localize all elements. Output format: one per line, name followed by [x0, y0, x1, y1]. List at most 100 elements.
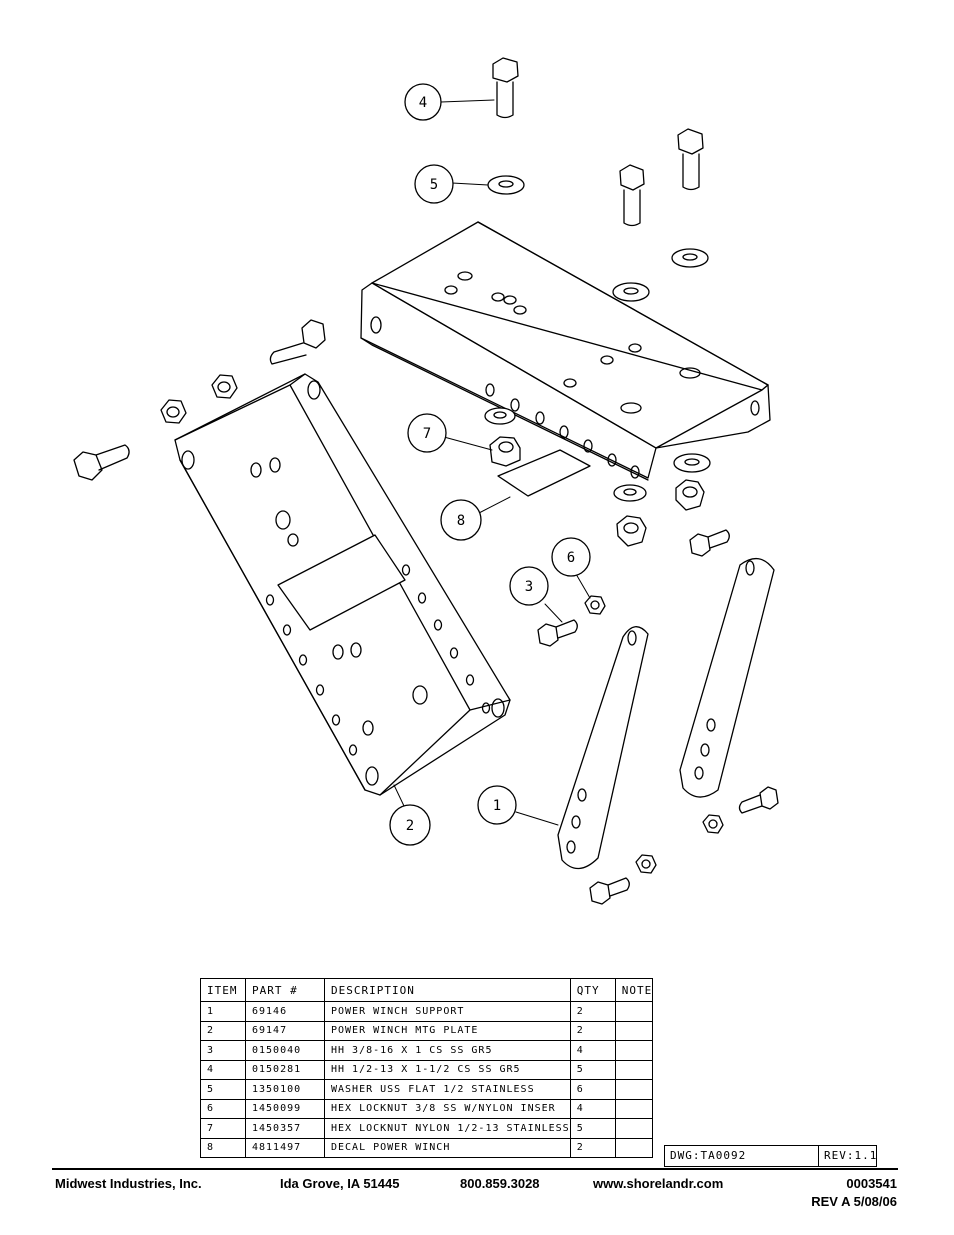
cell-item: 2 [200, 1020, 246, 1041]
winch-support-front [557, 626, 649, 870]
bolt-item-4-c [677, 128, 704, 191]
footer-revision: REV A 5/08/06 [811, 1194, 897, 1209]
cell-qty: 2 [569, 1137, 616, 1158]
cell-note [614, 1098, 654, 1119]
cell-description: POWER WINCH SUPPORT [324, 1001, 571, 1022]
cell-note [614, 1137, 654, 1158]
winch-support-rear [679, 558, 775, 798]
cell-qty: 6 [569, 1079, 616, 1100]
cell-description: HH 3/8-16 X 1 CS SS GR5 [324, 1040, 571, 1061]
col-item: ITEM [200, 978, 246, 1002]
cell-part: 0150281 [245, 1059, 325, 1080]
col-qty: QTY [569, 978, 616, 1002]
cell-note [614, 1059, 654, 1080]
drawing-revision: REV:1.1 [824, 1149, 878, 1162]
exploded-assembly-drawing: 4 5 7 8 3 6 1 2 [73, 57, 779, 905]
bolt-item-4-d [269, 319, 326, 365]
balloon-5-label: 5 [430, 177, 438, 193]
bolt-item-3 [537, 619, 578, 647]
cell-note [614, 1020, 654, 1041]
balloon-2: 2 [389, 804, 431, 846]
plate-side-holes [265, 564, 491, 756]
balloon-7: 7 [407, 413, 447, 453]
cell-note [614, 1001, 654, 1022]
locknuts [160, 374, 724, 874]
balloon-8-label: 8 [457, 513, 465, 529]
footer-doc-number: 0003541 [846, 1176, 897, 1191]
cell-item: 5 [200, 1079, 246, 1100]
cell-part: 1350100 [245, 1079, 325, 1100]
cell-qty: 5 [569, 1059, 616, 1080]
bolt-item-3-b [689, 529, 730, 557]
cell-item: 6 [200, 1098, 246, 1119]
cell-description: HEX LOCKNUT NYLON 1/2-13 STAINLESS [324, 1118, 571, 1139]
balloon-4: 4 [404, 83, 442, 121]
cell-item: 1 [200, 1001, 246, 1022]
cell-item: 8 [200, 1137, 246, 1158]
cell-item: 3 [200, 1040, 246, 1061]
footer-city: Ida Grove, IA 51445 [280, 1176, 400, 1191]
balloon-8: 8 [440, 499, 482, 541]
cell-part: 1450099 [245, 1098, 325, 1119]
bolt-item-4 [492, 57, 519, 119]
balloon-6-label: 6 [567, 550, 575, 566]
decal [497, 449, 591, 497]
cell-part: 1450357 [245, 1118, 325, 1139]
cell-item: 7 [200, 1118, 246, 1139]
drawing-title-block: DWG:TA0092 REV:1.1 [664, 1145, 877, 1167]
cell-note [614, 1118, 654, 1139]
cell-description: DECAL POWER WINCH [324, 1137, 571, 1158]
balloon-1: 1 [477, 785, 517, 825]
bolt-item-3-d [738, 786, 779, 814]
cell-note [614, 1079, 654, 1100]
col-note: NOTE [614, 978, 654, 1002]
bolt-item-4-b [619, 164, 645, 227]
balloon-3-label: 3 [525, 579, 533, 595]
cell-description: POWER WINCH MTG PLATE [324, 1020, 571, 1041]
col-description: DESCRIPTION [324, 978, 571, 1002]
cell-item: 4 [200, 1059, 246, 1080]
winch-mount-channel [360, 221, 771, 481]
balloon-4-label: 4 [419, 95, 427, 111]
balloon-7-label: 7 [423, 426, 431, 442]
footer-divider [52, 1168, 898, 1170]
balloon-1-label: 1 [493, 798, 501, 814]
balloon-2-label: 2 [406, 818, 414, 834]
balloon-3: 3 [509, 566, 549, 606]
cell-qty: 2 [569, 1001, 616, 1022]
cell-qty: 2 [569, 1020, 616, 1041]
parts-table-header: ITEM PART # DESCRIPTION QTY NOTE [200, 978, 654, 1002]
balloon-5: 5 [414, 164, 454, 204]
cell-description: HEX LOCKNUT 3/8 SS W/NYLON INSER [324, 1098, 571, 1119]
cell-part: 0150040 [245, 1040, 325, 1061]
cell-qty: 4 [569, 1040, 616, 1061]
washers-item-5 [484, 175, 711, 502]
cell-qty: 4 [569, 1098, 616, 1119]
col-part-number: PART # [245, 978, 325, 1002]
cell-part: 4811497 [245, 1137, 325, 1158]
footer-website: www.shorelandr.com [593, 1176, 724, 1191]
channel-side-holes [485, 383, 640, 479]
cell-note [614, 1040, 654, 1061]
drawing-number: DWG:TA0092 [665, 1146, 819, 1166]
bolt-item-3-c [589, 877, 630, 905]
winch-mounting-plate [174, 373, 511, 796]
bolt-item-4-e [73, 444, 130, 481]
footer-phone: 800.859.3028 [460, 1176, 540, 1191]
footer-company: Midwest Industries, Inc. [55, 1176, 202, 1191]
cell-description: WASHER USS FLAT 1/2 STAINLESS [324, 1079, 571, 1100]
cell-part: 69146 [245, 1001, 325, 1022]
cell-part: 69147 [245, 1020, 325, 1041]
balloon-6: 6 [551, 537, 591, 577]
cell-qty: 5 [569, 1118, 616, 1139]
cell-description: HH 1/2-13 X 1-1/2 CS SS GR5 [324, 1059, 571, 1080]
